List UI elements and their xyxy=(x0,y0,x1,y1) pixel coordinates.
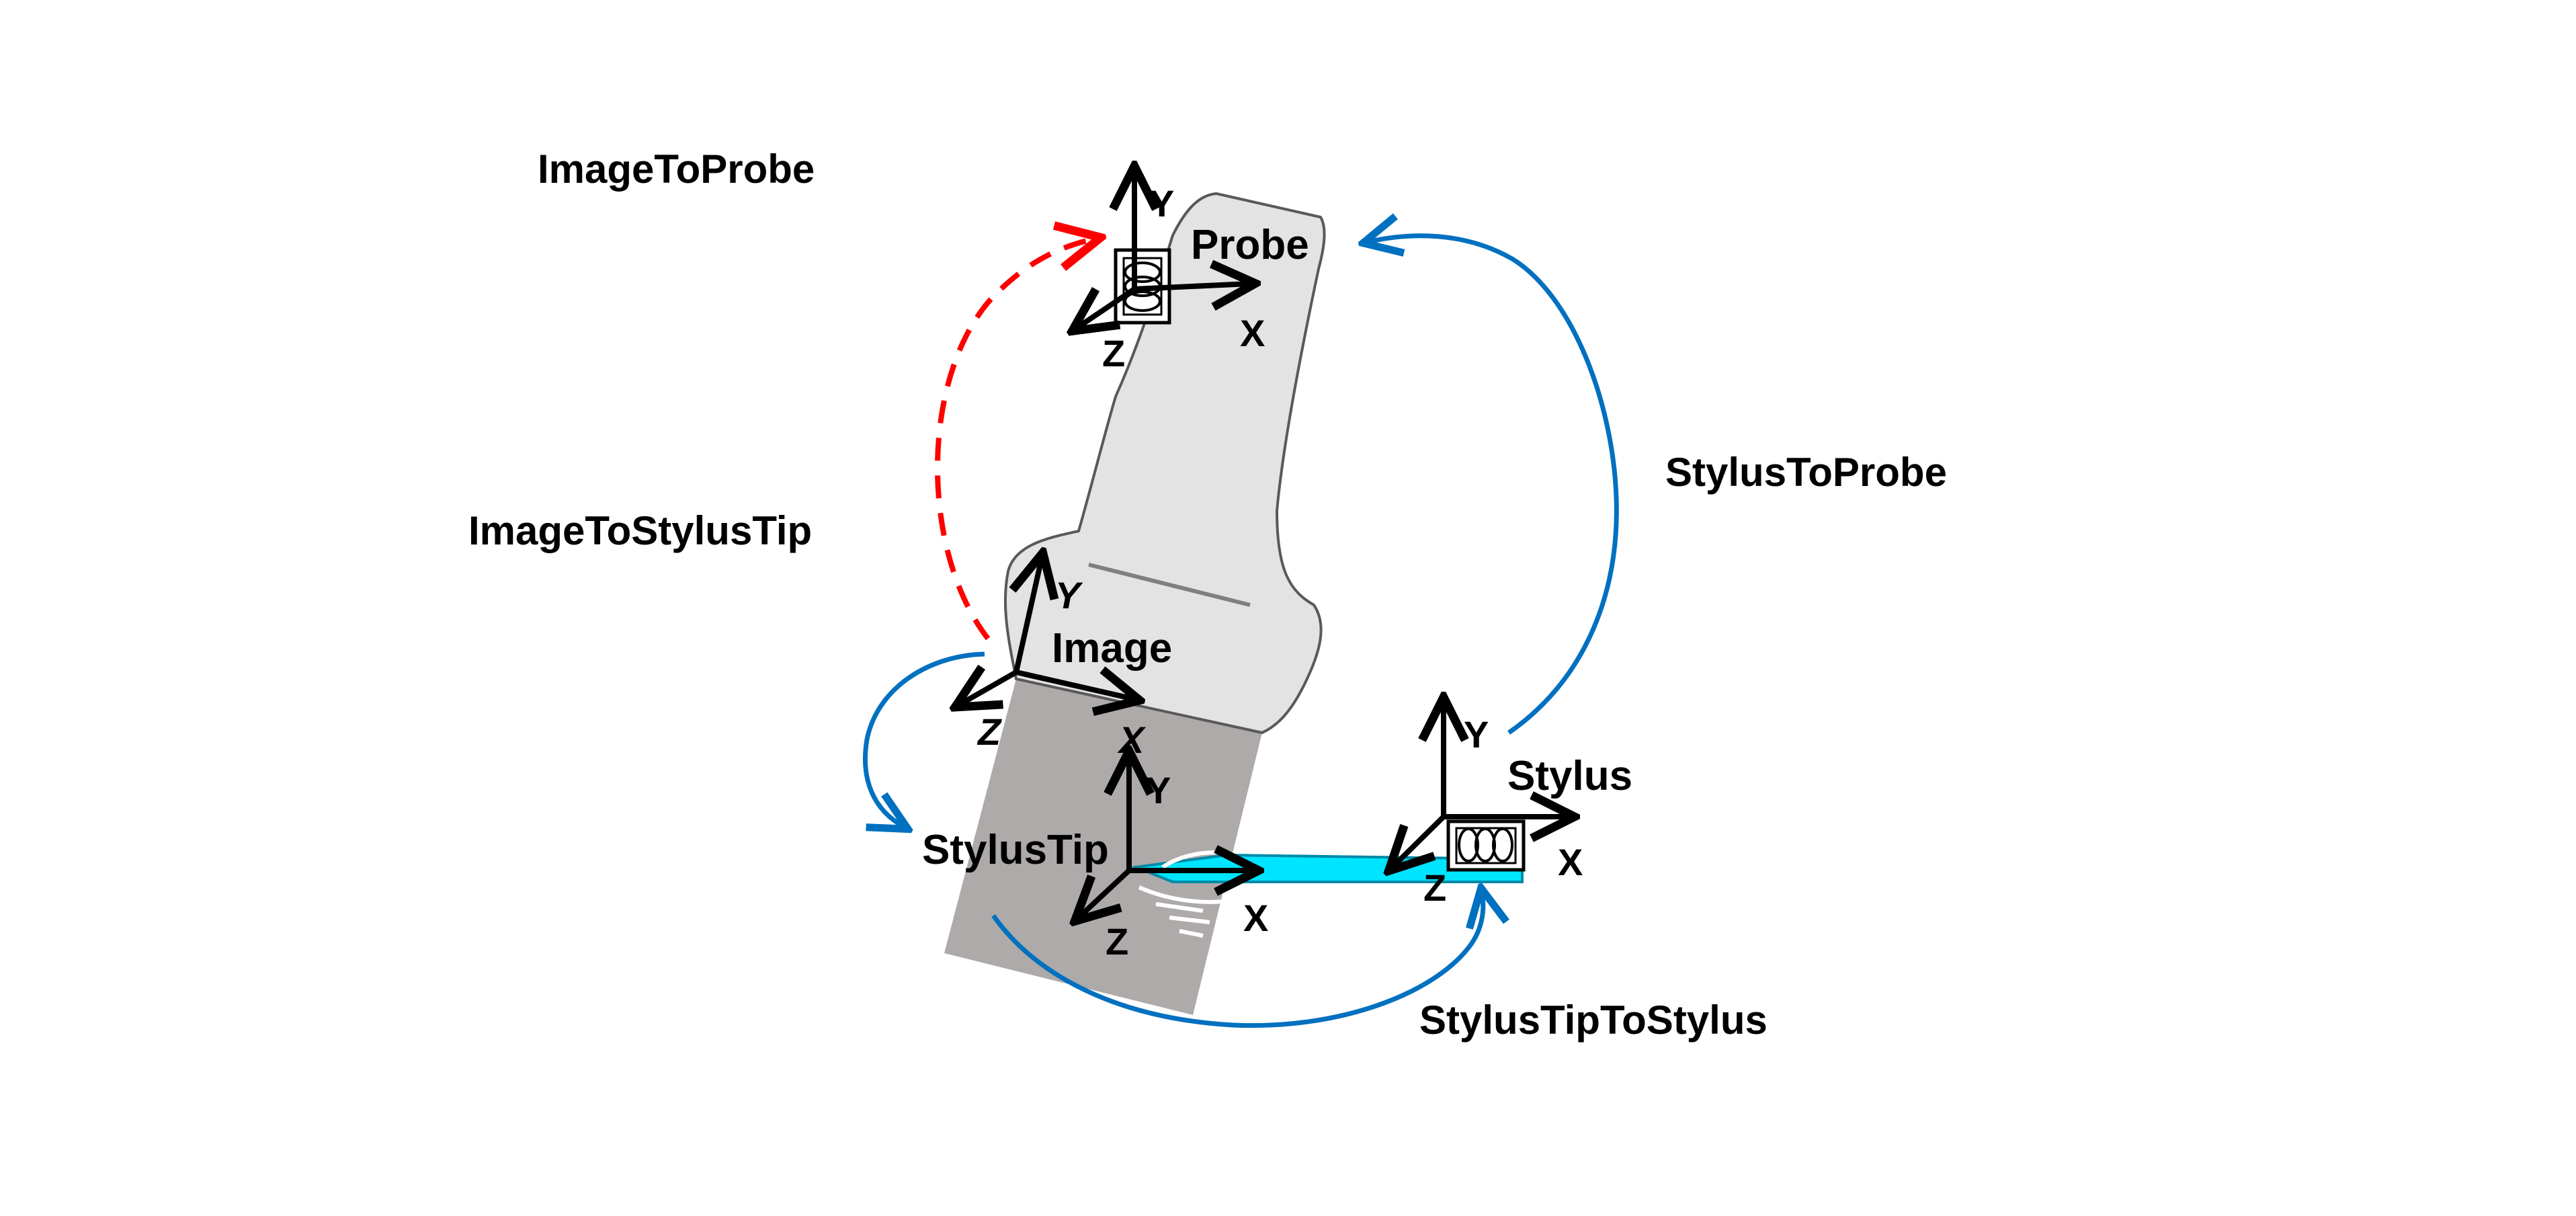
stylus-marker-coils-icon xyxy=(1446,819,1526,872)
image-frame-label: Image xyxy=(1052,625,1172,672)
image-to-stylus-tip-label: ImageToStylusTip xyxy=(468,508,812,553)
stylus-to-probe-arrow xyxy=(1368,236,1619,735)
stylus-tip-axes: Y X Z xyxy=(1079,756,1268,963)
image-x-label: X xyxy=(1117,719,1147,761)
probe-z-label: Z xyxy=(1102,332,1125,374)
image-x-axis xyxy=(1015,672,1134,699)
probe-lens-line xyxy=(1088,563,1251,607)
stylus-tip-to-stylus-arrow xyxy=(991,893,1483,1028)
stylus-frame-label: Stylus xyxy=(1507,753,1632,799)
probe-z-axis xyxy=(1077,286,1136,328)
stylus-to-probe-label: StylusToProbe xyxy=(1665,450,1947,495)
image-to-stylus-tip-arrow xyxy=(862,651,985,827)
stylus-tip-z-axis xyxy=(1079,868,1131,918)
probe-frame-label: Probe xyxy=(1191,222,1309,268)
image-y-label: Y xyxy=(1055,574,1083,616)
probe-axes: Y X Z xyxy=(1077,171,1265,374)
stylus-axes: Y X Z xyxy=(1393,702,1583,909)
stylus-z-label: Z xyxy=(1423,866,1446,909)
probe-y-label: Y xyxy=(1149,182,1174,225)
stylus-tip-y-label: Y xyxy=(1146,769,1171,811)
stylus-tip-x-label: X xyxy=(1243,897,1268,939)
image-z-axis xyxy=(960,672,1017,704)
image-y-axis xyxy=(1016,558,1042,673)
stylus-x-label: X xyxy=(1558,841,1583,883)
stylus-tip-z-label: Z xyxy=(1106,920,1128,963)
stylus-z-axis xyxy=(1393,815,1446,867)
image-to-probe-arrow xyxy=(935,239,1095,641)
probe-x-axis xyxy=(1134,284,1250,289)
stylus-tip-frame-label: StylusTip xyxy=(922,827,1109,873)
image-to-probe-label: ImageToProbe xyxy=(538,147,815,192)
probe-x-label: X xyxy=(1240,312,1265,354)
image-z-label: Z xyxy=(977,711,1002,753)
stylus-y-label: Y xyxy=(1464,713,1489,756)
needle-artifact xyxy=(1138,850,1231,938)
stylus-tip-to-stylus-label: StylusTipToStylus xyxy=(1419,998,1768,1043)
